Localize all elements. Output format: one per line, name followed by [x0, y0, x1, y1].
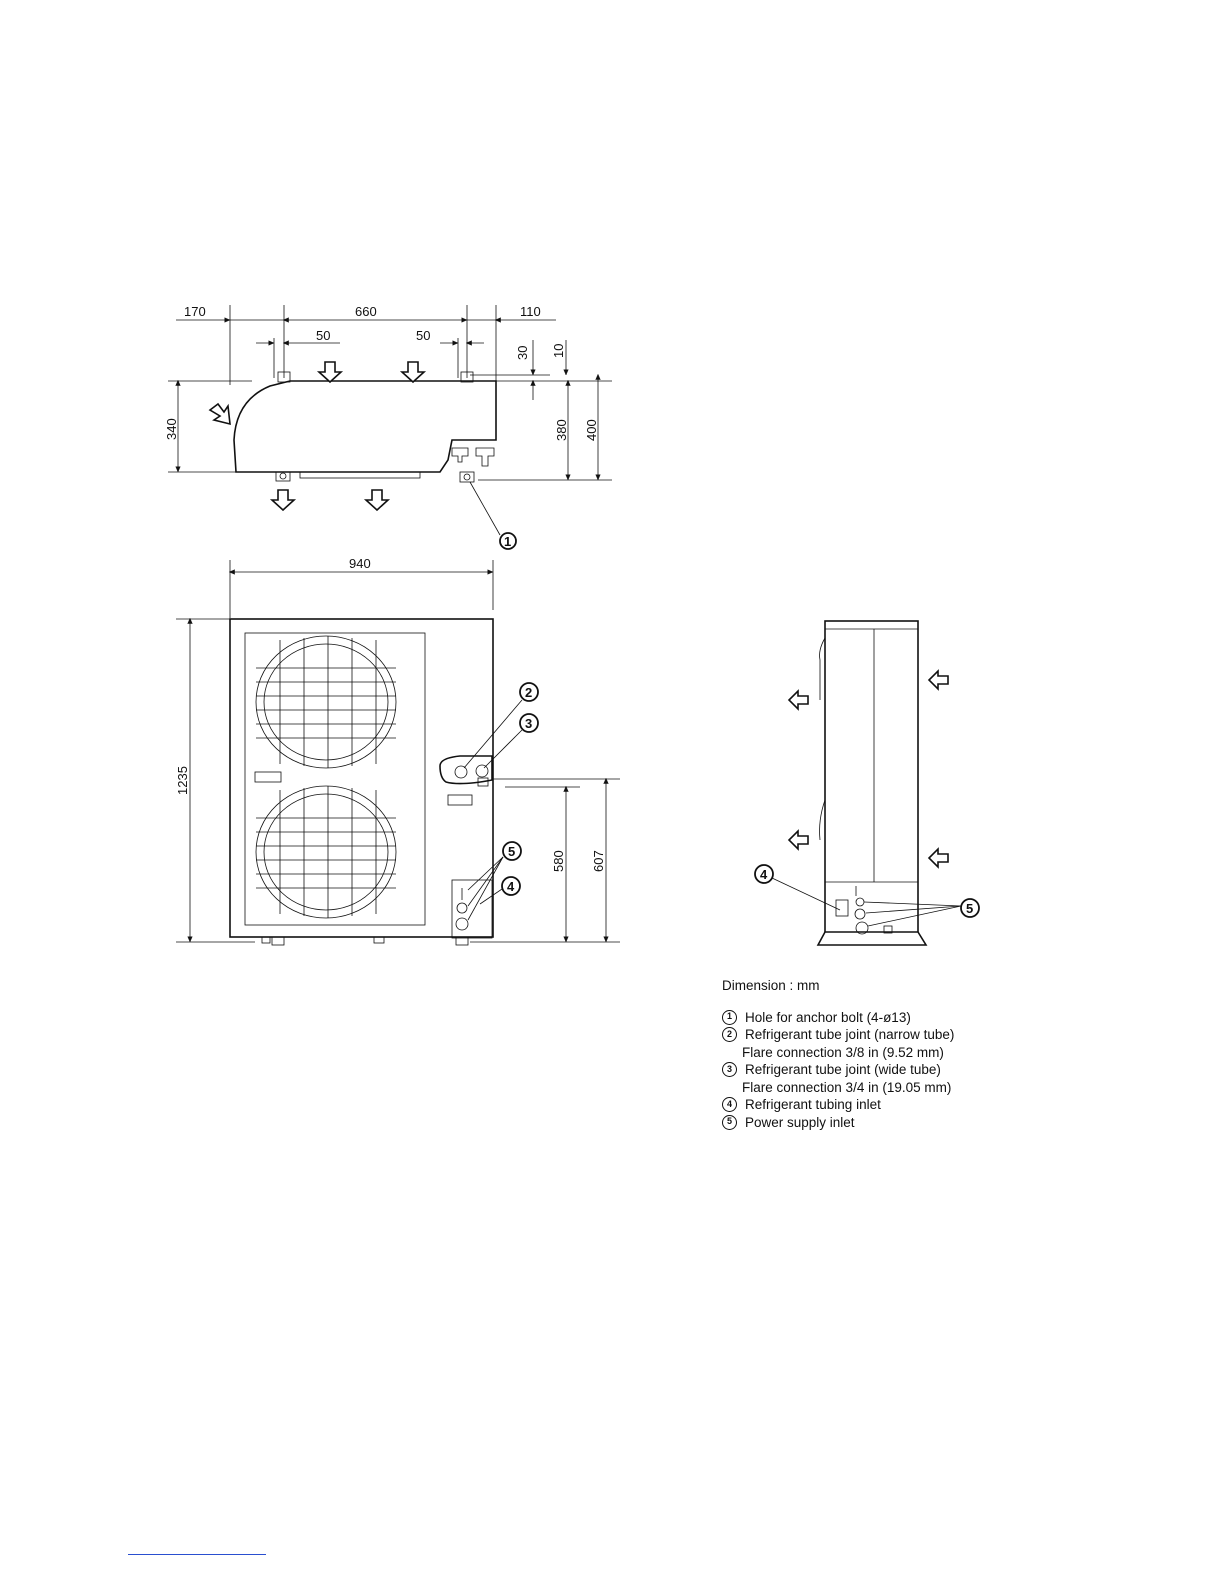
legend-text: Refrigerant tubing inlet: [745, 1097, 881, 1112]
legend-number: 3: [722, 1062, 737, 1077]
dim-170: 170: [184, 304, 206, 319]
side-callout-4: 4: [760, 867, 768, 882]
airflow-arrow-icon: [269, 489, 297, 512]
callout-3: 3: [525, 716, 532, 731]
legend-number: 1: [722, 1009, 737, 1025]
footer-link-underline[interactable]: [128, 1554, 266, 1555]
airflow-arrow-icon: [927, 669, 949, 691]
dim-380: 380: [554, 419, 569, 441]
airflow-arrow-icon: [787, 829, 809, 851]
dim-660: 660: [355, 304, 377, 319]
legend-item: 4 Refrigerant tubing inlet: [722, 1096, 1042, 1114]
dim-940: 940: [349, 556, 371, 571]
dim-110: 110: [520, 304, 541, 319]
legend-item: 1 Hole for anchor bolt (4-ø13): [722, 1009, 1042, 1027]
side-callout-5: 5: [966, 901, 973, 916]
dim-10: 10: [551, 344, 566, 358]
legend-title: Dimension : mm: [722, 978, 820, 993]
legend-number: 2: [722, 1027, 737, 1042]
legend: Dimension : mm 1 Hole for anchor bolt (4…: [722, 977, 1042, 1131]
callout-1: 1: [504, 534, 511, 549]
airflow-arrow-icon: [316, 361, 344, 384]
airflow-arrow-icon: [208, 402, 231, 426]
legend-item: 3 Refrigerant tube joint (wide tube): [722, 1061, 1042, 1079]
airflow-arrow-icon: [927, 847, 949, 869]
dim-1235: 1235: [175, 766, 190, 795]
dim-50-left: 50: [316, 328, 330, 343]
dim-400: 400: [584, 419, 599, 441]
legend-number: 5: [722, 1114, 737, 1130]
legend-text: Hole for anchor bolt (4-ø13): [745, 1009, 911, 1025]
dim-30: 30: [515, 346, 530, 360]
dim-580: 580: [551, 850, 566, 872]
dim-340: 340: [164, 418, 179, 440]
airflow-arrow-icon: [399, 361, 427, 384]
callout-5: 5: [508, 844, 515, 859]
fan-grille-icon: [255, 635, 397, 769]
legend-text: Power supply inlet: [745, 1114, 855, 1130]
legend-number: 4: [722, 1097, 737, 1112]
legend-item: 5 Power supply inlet: [722, 1114, 1042, 1132]
legend-text: Refrigerant tube joint (narrow tube): [745, 1027, 955, 1042]
legend-item: 2 Refrigerant tube joint (narrow tube): [722, 1026, 1042, 1044]
legend-subtext: Flare connection 3/8 in (9.52 mm): [742, 1044, 944, 1060]
dim-607: 607: [591, 850, 606, 872]
callout-4: 4: [507, 879, 515, 894]
airflow-arrow-icon: [363, 489, 391, 512]
fan-grille-icon: [255, 785, 397, 919]
front-view: 940 1235: [175, 556, 620, 946]
airflow-arrow-icon: [787, 689, 809, 711]
callout-2: 2: [525, 685, 532, 700]
side-view: 4 5: [754, 620, 980, 946]
dim-50-right: 50: [416, 328, 430, 343]
legend-text: Refrigerant tube joint (wide tube): [745, 1062, 941, 1077]
legend-subtext: Flare connection 3/4 in (19.05 mm): [742, 1079, 952, 1095]
top-view: 170 660 110 50 50 30 10 380 400 340: [164, 304, 612, 550]
